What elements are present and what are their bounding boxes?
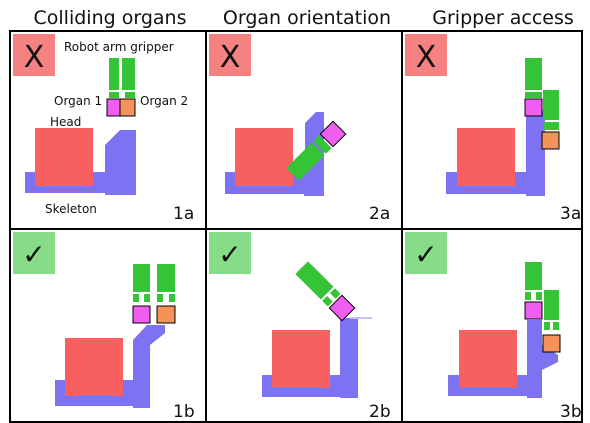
gripper-shape-1 (133, 264, 150, 292)
panel-1b: ✓ 1b (13, 232, 195, 422)
label-skeleton: Skeleton (45, 202, 97, 216)
head-shape (272, 330, 330, 388)
organ-1-shape (132, 305, 151, 324)
gripper-shape-1 (525, 262, 542, 290)
panel-3a: X 3a (405, 34, 581, 224)
success-marker (405, 232, 447, 274)
column-title-colliding-organs: Colliding organs (34, 7, 187, 29)
label-robot-arm-gripper: Robot arm gripper (64, 40, 174, 54)
gripper-shape-2 (543, 90, 559, 120)
gripper-shape-2 (157, 264, 175, 292)
label-organ-2: Organ 2 (140, 94, 188, 108)
organ-2-shape (119, 98, 136, 117)
panel-3b: ✓ 3b (405, 232, 582, 422)
gripper-finger-right (122, 58, 135, 90)
organ-2-shape (542, 334, 561, 353)
head-shape (457, 128, 515, 186)
organ-1-shape (524, 98, 543, 117)
check-icon: ✓ (218, 238, 241, 271)
gripper-shape (295, 261, 334, 300)
gripper-shape (525, 58, 542, 90)
label-organ-1: Organ 1 (54, 94, 102, 108)
organ-2-shape (541, 131, 560, 150)
panel-1a: X Robot arm gripper Organ 1 Organ 2 Head… (13, 34, 194, 224)
label-head: Head (50, 115, 81, 129)
panel-id-3b: 3b (560, 402, 582, 422)
head-shape (65, 338, 123, 396)
check-icon: ✓ (414, 238, 437, 271)
column-title-gripper-access: Gripper access (432, 7, 574, 29)
panel-id-2b: 2b (369, 402, 391, 422)
organ-shape (319, 120, 347, 148)
head-shape (459, 330, 517, 388)
fail-marker (13, 34, 55, 76)
head-shape (35, 128, 93, 186)
panel-2a: X 2a (209, 34, 390, 224)
panel-id-1a: 1a (173, 204, 194, 224)
gripper-finger-left (109, 58, 119, 90)
column-title-organ-orientation: Organ orientation (223, 7, 391, 29)
gripper-shape (286, 142, 325, 181)
panel-id-1b: 1b (173, 402, 195, 422)
success-marker (13, 232, 55, 274)
cross-icon: X (416, 40, 437, 75)
panel-grid (9, 30, 583, 423)
fail-marker (405, 34, 447, 76)
panel-id-2a: 2a (369, 204, 390, 224)
gripper-shape-2 (544, 290, 559, 320)
head-shape (235, 128, 293, 186)
check-icon: ✓ (22, 238, 45, 271)
panel-id-3a: 3a (560, 204, 581, 224)
panel-2b: ✓ 2b (209, 232, 391, 422)
cross-icon: X (24, 40, 45, 75)
organ-shape (328, 294, 356, 322)
organ-1-shape (106, 98, 121, 117)
success-marker (209, 232, 251, 274)
fail-marker (209, 34, 251, 76)
cross-icon: X (220, 40, 241, 75)
organ-2-shape (156, 305, 176, 324)
organ-1-shape (524, 301, 543, 320)
